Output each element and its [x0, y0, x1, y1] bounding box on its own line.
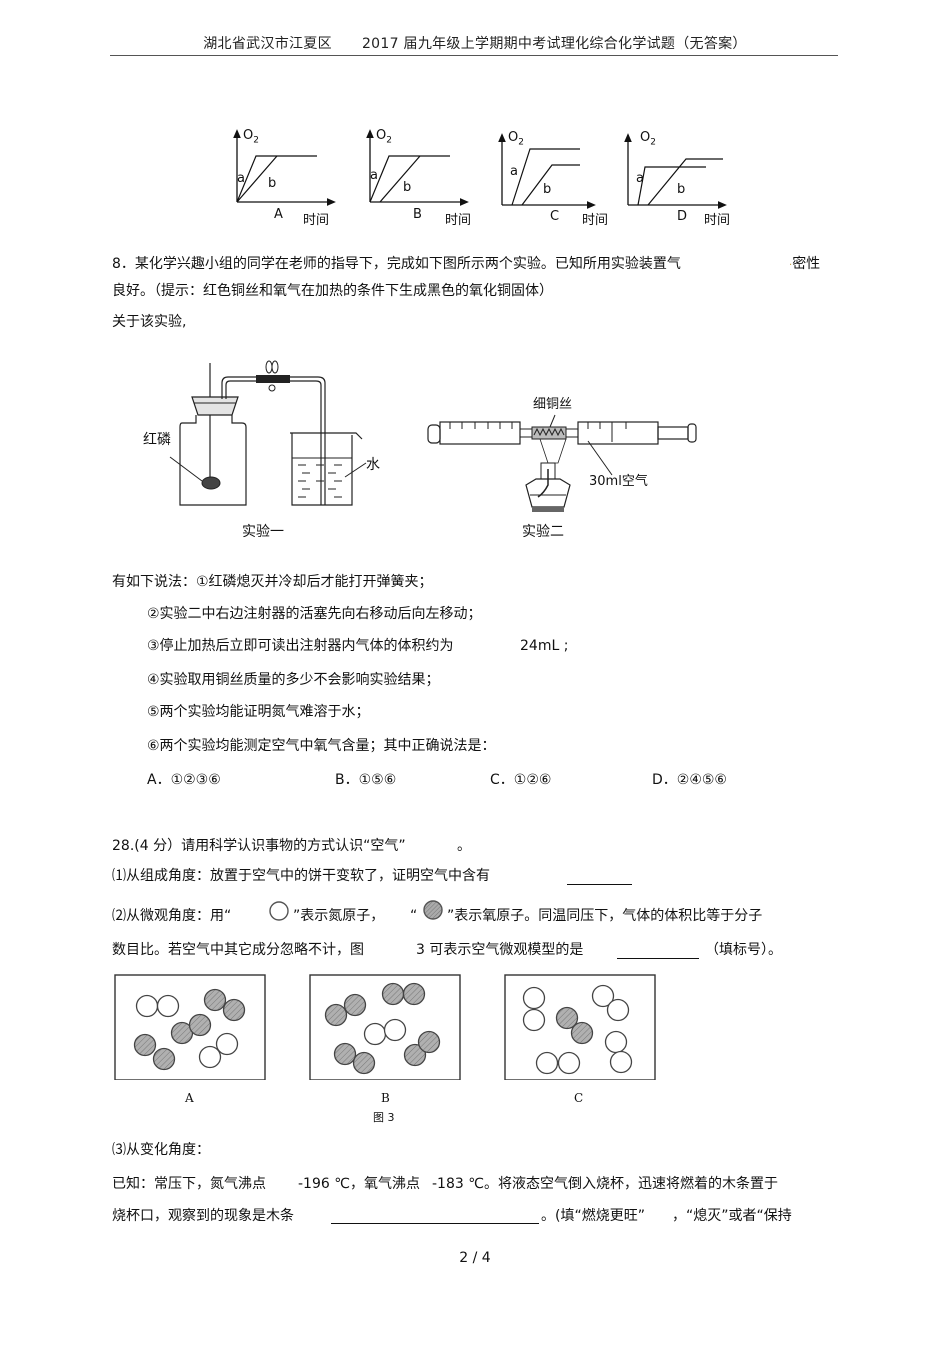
statement-1: 有如下说法：①红磷熄灭并冷却后才能打开弹簧夹； [112, 574, 433, 590]
q28-part1: ⑴从组成角度：放置于空气中的饼干变软了，证明空气中含有 [112, 868, 490, 884]
graph-d-ylabel: O2 [640, 130, 656, 148]
q28-part3-line1-c: -183 ℃。将液态空气倒入烧杯，迅速将燃着的木条置于 [432, 1176, 778, 1192]
q28-part2-c: “ [410, 908, 418, 924]
experiment-two-caption: 实验二 [522, 524, 564, 540]
label-red-phosphorus: 红磷 [143, 432, 171, 448]
graph-d-option: D [677, 209, 688, 224]
graph-b-curve-a: a [370, 168, 378, 183]
q28-part3-line1-a: 已知：常压下，氮气沸点 [112, 1176, 266, 1192]
graph-c-curve-b: b [543, 182, 552, 197]
label-copper-wire: 细铜丝 [533, 397, 573, 412]
page-number: 2 / 4 [459, 1250, 491, 1266]
model-a-label: A [185, 1091, 194, 1105]
graph-c-curve-a: a [510, 164, 518, 179]
q8-line2: 良好。（提示：红色铜丝和氧气在加热的条件下生成黑色的氧化铜固体） [112, 283, 553, 299]
statement-5: ⑤两个实验均能证明氮气难溶于水； [147, 704, 370, 720]
q28-part2-f: 3 可表示空气微观模型的是 [416, 942, 584, 958]
statement-6: ⑥两个实验均能测定空气中氧气含量；其中正确说法是： [147, 738, 496, 754]
graph-d-xlabel: 时间 [704, 213, 731, 228]
oxygen-atom-icon [423, 900, 443, 920]
statement-3: ③停止加热后立即可读出注射器内气体的体积约为 [147, 638, 454, 654]
model-c-label: C [574, 1091, 584, 1105]
q28-part3-heading: ⑶从变化角度： [112, 1142, 210, 1158]
choice-c[interactable]: C．①②⑥ [490, 772, 552, 788]
label-30ml-air: 30ml空气 [589, 474, 648, 489]
nitrogen-atom-icon [269, 901, 289, 921]
q28-part2-a: ⑵从微观角度：用“ [112, 908, 232, 924]
graph-a-option: A [274, 207, 283, 222]
graph-a-curve-a: a [237, 171, 245, 186]
graph-b-ylabel: O2 [376, 128, 392, 146]
choice-d[interactable]: D．②④⑤⑥ [652, 772, 727, 788]
statement-4: ④实验取用铜丝质量的多少不会影响实验结果； [147, 672, 440, 688]
q8-line3: 关于该实验, [112, 314, 187, 330]
graph-d [624, 133, 727, 209]
graph-a-xlabel: 时间 [303, 213, 330, 228]
q28-part3-line2-a: 烧杯口，观察到的现象是木条 [112, 1208, 294, 1224]
statement-3-value: 24mL ; [520, 638, 569, 654]
figure-3-models [114, 974, 656, 1080]
model-c [504, 974, 656, 1080]
graph-b-option: B [413, 207, 422, 222]
q28-part2-e: 数目比。若空气中其它成分忽略不计，图 [112, 942, 364, 958]
model-b [309, 974, 461, 1080]
q28-part3-line2-b: 。(填“燃烧更旺” [541, 1208, 645, 1224]
choice-b[interactable]: B．①⑤⑥ [335, 772, 397, 788]
header-region: 湖北省武汉市江夏区 [203, 36, 332, 52]
q28-part2-answer-blank[interactable] [617, 944, 699, 959]
graph-d-curve-b: b [677, 182, 686, 197]
statement-2: ②实验二中右边注射器的活塞先向右移动后向左移动； [147, 606, 482, 622]
graph-c-ylabel: O2 [508, 130, 524, 148]
label-water: 水 [366, 457, 380, 473]
graph-c-xlabel: 时间 [582, 213, 609, 228]
graph-c [498, 133, 596, 209]
graph-a-ylabel: O2 [243, 128, 259, 146]
q8-line1: 8．某化学兴趣小组的同学在老师的指导下，完成如下图所示两个实验。已知所用实验装置… [112, 256, 681, 272]
header-title: 2017 届九年级上学期期中考试理化综合化学试题（无答案） [361, 36, 747, 52]
q28-part3-answer-blank[interactable] [331, 1209, 539, 1224]
choice-a[interactable]: A．①②③⑥ [147, 772, 221, 788]
q28-title-end: 。 [457, 838, 471, 854]
experiment-two-diagram [427, 414, 697, 512]
q28-part3-line2-c: ，“熄灭”或者“保持 [672, 1208, 792, 1224]
o2-time-graphs [233, 129, 727, 209]
q28-part2-b: ”表示氮原子， [293, 908, 385, 924]
q8-line1-tail: ·密性 [789, 256, 821, 272]
q28-title: 28.(4 分）请用科学认识事物的方式认识“空气” [112, 838, 406, 854]
graph-c-option: C [550, 209, 560, 224]
model-b-label: B [381, 1091, 390, 1105]
model-a [114, 974, 266, 1080]
graph-b-xlabel: 时间 [445, 213, 472, 228]
experiment-one-diagram [169, 360, 367, 506]
q28-part2-d: ”表示氧原子。同温同压下，气体的体积比等于分子 [447, 908, 763, 924]
page-header: 湖北省武汉市江夏区 2017 届九年级上学期期中考试理化综合化学试题（无答案） [0, 33, 950, 53]
experiment-one-caption: 实验一 [242, 524, 284, 540]
graph-b [366, 129, 469, 206]
q28-part2-g: （填标号）。 [705, 942, 782, 958]
graph-d-curve-a: a [636, 171, 644, 186]
figure-3-caption: 图 3 [373, 1111, 395, 1124]
graph-a [233, 129, 336, 206]
graph-b-curve-b: b [403, 180, 412, 195]
header-divider [110, 55, 838, 56]
q28-part3-line1-b: -196 ℃，氧气沸点 [298, 1176, 420, 1192]
q28-part1-answer-blank[interactable] [567, 870, 632, 885]
graph-a-curve-b: b [268, 176, 277, 191]
